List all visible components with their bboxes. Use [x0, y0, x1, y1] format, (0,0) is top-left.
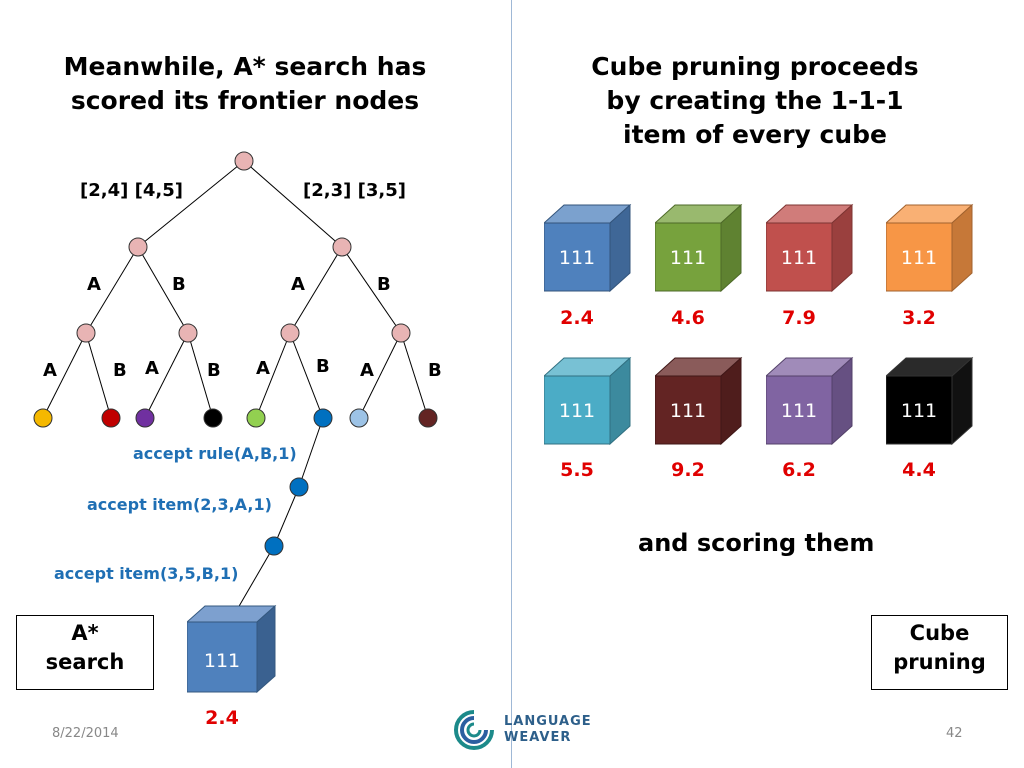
leaf-node-darkred — [418, 408, 438, 428]
left-title-line2: scored its frontier nodes — [70, 86, 420, 115]
tree-root-node — [234, 151, 254, 171]
path-step-3: accept item(3,5,B,1) — [54, 564, 239, 583]
leaf-node-green — [246, 408, 266, 428]
leaf-node-blue — [313, 408, 333, 428]
cube-2: 111 — [655, 203, 743, 293]
astar-box-line2: search — [45, 650, 125, 674]
tree-node — [76, 323, 96, 343]
edge-label: B — [113, 360, 127, 381]
cube-pruning-box: Cube pruning — [871, 615, 1008, 690]
left-title: Meanwhile, A* search has scored its fron… — [40, 50, 450, 118]
right-title-line2: by creating the 1-1-1 — [606, 86, 904, 115]
path-step-2: accept item(2,3,A,1) — [87, 495, 272, 514]
astar-box-line1: A* — [71, 621, 99, 645]
cube-label: 111 — [901, 247, 937, 269]
cube-score: 4.6 — [671, 307, 705, 329]
right-title: Cube pruning proceeds by creating the 1-… — [555, 50, 955, 152]
path-node — [264, 536, 284, 556]
cube-8: 111 — [886, 356, 974, 446]
path-step-1: accept rule(A,B,1) — [133, 444, 297, 463]
cube-7: 111 — [766, 356, 854, 446]
cube-label: 111 — [781, 247, 817, 269]
scoring-text: and scoring them — [638, 529, 875, 557]
left-title-line1: Meanwhile, A* search has — [63, 52, 427, 81]
edge-label: A — [360, 360, 374, 381]
cube-3: 111 — [766, 203, 854, 293]
astar-cube-score: 2.4 — [205, 707, 239, 729]
cube-1: 111 — [544, 203, 632, 293]
leaf-node-lightblue — [349, 408, 369, 428]
edge-label: B — [428, 360, 442, 381]
cube-score: 9.2 — [671, 459, 705, 481]
span-label-left: [2,4] [4,5] — [80, 180, 183, 201]
search-tree — [33, 151, 438, 609]
leaf-node-red — [101, 408, 121, 428]
tree-node — [128, 237, 148, 257]
edge-label: B — [207, 360, 221, 381]
footer-date: 8/22/2014 — [52, 726, 119, 741]
cube-label: 111 — [670, 400, 706, 422]
edge-label: A — [43, 360, 57, 381]
cube-label: 111 — [901, 400, 937, 422]
logo-text-line1: LANGUAGE — [504, 714, 592, 729]
divider — [511, 0, 512, 768]
astar-cube: 111 — [187, 604, 277, 694]
cube-box-line2: pruning — [893, 650, 986, 674]
right-title-line1: Cube pruning proceeds — [591, 52, 919, 81]
tree-node — [391, 323, 411, 343]
edge-label: B — [316, 356, 330, 377]
edge-label: B — [377, 274, 391, 295]
leaf-node-yellow — [33, 408, 53, 428]
cube-score: 3.2 — [902, 307, 936, 329]
cube-score: 2.4 — [560, 307, 594, 329]
astar-box: A* search — [16, 615, 154, 690]
footer-page: 42 — [946, 726, 963, 741]
edge-label: A — [145, 358, 159, 379]
leaf-node-purple — [135, 408, 155, 428]
language-weaver-logo-icon — [454, 710, 494, 750]
astar-cube-label: 111 — [204, 650, 240, 672]
cube-label: 111 — [781, 400, 817, 422]
span-label-right: [2,3] [3,5] — [303, 180, 406, 201]
cube-label: 111 — [670, 247, 706, 269]
edge-label: B — [172, 274, 186, 295]
cube-score: 5.5 — [560, 459, 594, 481]
tree-node — [332, 237, 352, 257]
logo: LANGUAGE WEAVER — [452, 708, 602, 752]
cube-score: 7.9 — [782, 307, 816, 329]
leaf-node-black — [203, 408, 223, 428]
cube-label: 111 — [559, 247, 595, 269]
cube-5: 111 — [544, 356, 632, 446]
edge-label: A — [256, 358, 270, 379]
edge-label: A — [291, 274, 305, 295]
logo-text-line2: WEAVER — [504, 730, 572, 745]
right-title-line3: item of every cube — [623, 120, 887, 149]
tree-node — [280, 323, 300, 343]
cube-6: 111 — [655, 356, 743, 446]
cube-box-line1: Cube — [909, 621, 970, 645]
cube-score: 4.4 — [902, 459, 936, 481]
cube-score: 6.2 — [782, 459, 816, 481]
edge-label: A — [87, 274, 101, 295]
tree-node — [178, 323, 198, 343]
cube-label: 111 — [559, 400, 595, 422]
path-node — [289, 477, 309, 497]
cube-4: 111 — [886, 203, 974, 293]
